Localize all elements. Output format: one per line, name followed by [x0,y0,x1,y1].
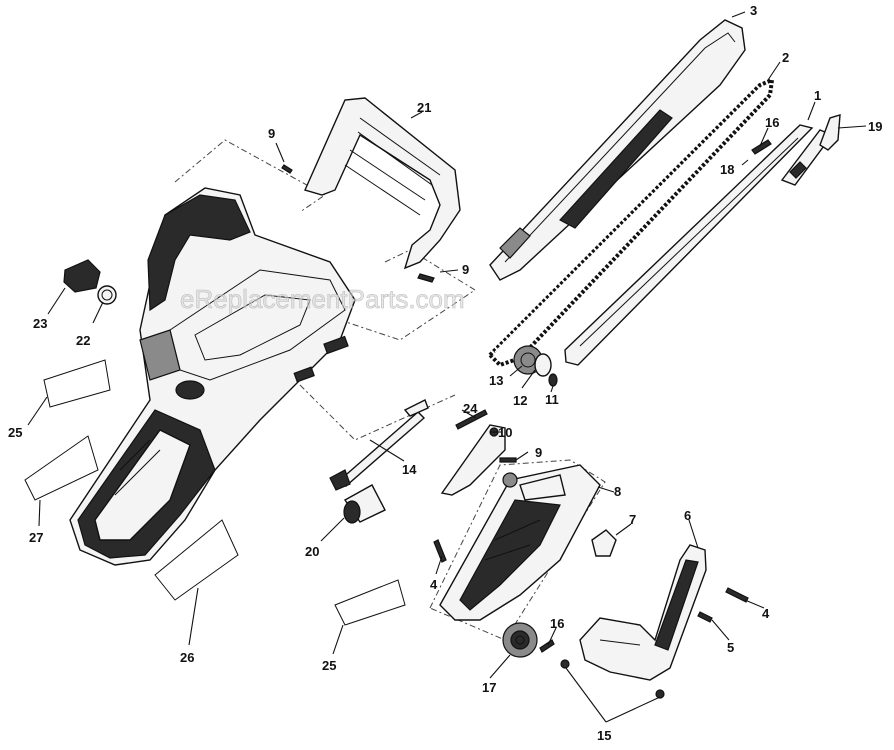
part-guide-bar [489,19,746,281]
decal-26 [154,519,239,601]
part-cover-plate [440,424,506,496]
callout-7: 7 [629,512,636,527]
callout-1: 1 [814,88,821,103]
decal-25-right [334,579,406,626]
screw-15-a [560,659,570,669]
callout-20: 20 [305,544,319,559]
callout-16-top: 16 [765,115,779,130]
part-cylinder [343,484,386,524]
callout-12: 12 [513,393,527,408]
callout-9-mid: 9 [462,262,469,277]
callout-9-low: 9 [535,445,542,460]
part-gear [502,622,538,658]
decal-27 [24,435,99,501]
callout-15: 15 [597,728,611,743]
callout-27: 27 [29,530,43,545]
callout-2: 2 [782,50,789,65]
callout-4-right: 4 [762,606,770,621]
part-saw-chain [487,76,775,368]
callout-21: 21 [417,100,431,115]
callout-labels: 3 2 1 19 16 18 21 9 9 23 22 25 27 26 25 … [8,3,882,743]
callout-11: 11 [545,392,559,407]
label-decals [24,359,406,626]
part-e-clip [548,373,558,387]
callout-19: 19 [868,119,882,134]
callout-16-low: 16 [550,616,564,631]
part-sprocket-cover [439,464,601,621]
part-pin [751,139,772,155]
part-cap [97,285,117,305]
part-small-knob [591,529,617,557]
part-knob [63,259,101,293]
screw-15-b [655,689,665,699]
callout-8: 8 [614,484,621,499]
part-rear-handle [579,544,707,681]
callout-18: 18 [720,162,734,177]
screw-9-low [499,457,517,463]
callout-4-left: 4 [430,577,438,592]
screw-9-mid [417,273,435,283]
callout-9-top: 9 [268,126,275,141]
callout-22: 22 [76,333,90,348]
callout-26: 26 [180,650,194,665]
leader-lines [27,11,867,723]
decal-25-left [43,359,111,408]
motor-housing [69,187,356,566]
callout-25-right: 25 [322,658,336,673]
callout-14: 14 [402,462,417,477]
screw-5 [697,611,713,623]
screws [281,164,749,699]
callout-24: 24 [463,401,478,416]
callout-25-left: 25 [8,425,22,440]
screw-4-right [725,587,749,603]
callout-23: 23 [33,316,47,331]
part-hand-guard [304,97,461,270]
part-spring-pin [455,409,488,430]
part-bar-plate [564,124,814,366]
callout-3: 3 [750,3,757,18]
screw-9-top [281,164,293,174]
callout-13: 13 [489,373,503,388]
callout-5: 5 [727,640,734,655]
screw-4-left [433,539,447,563]
callout-17: 17 [482,680,496,695]
part-washer [534,353,552,377]
callout-6: 6 [684,508,691,523]
screw-16 [539,639,555,653]
watermark-text: eReplacementParts.com [180,284,465,314]
part-shaft [329,399,429,491]
callout-10: 10 [498,425,512,440]
